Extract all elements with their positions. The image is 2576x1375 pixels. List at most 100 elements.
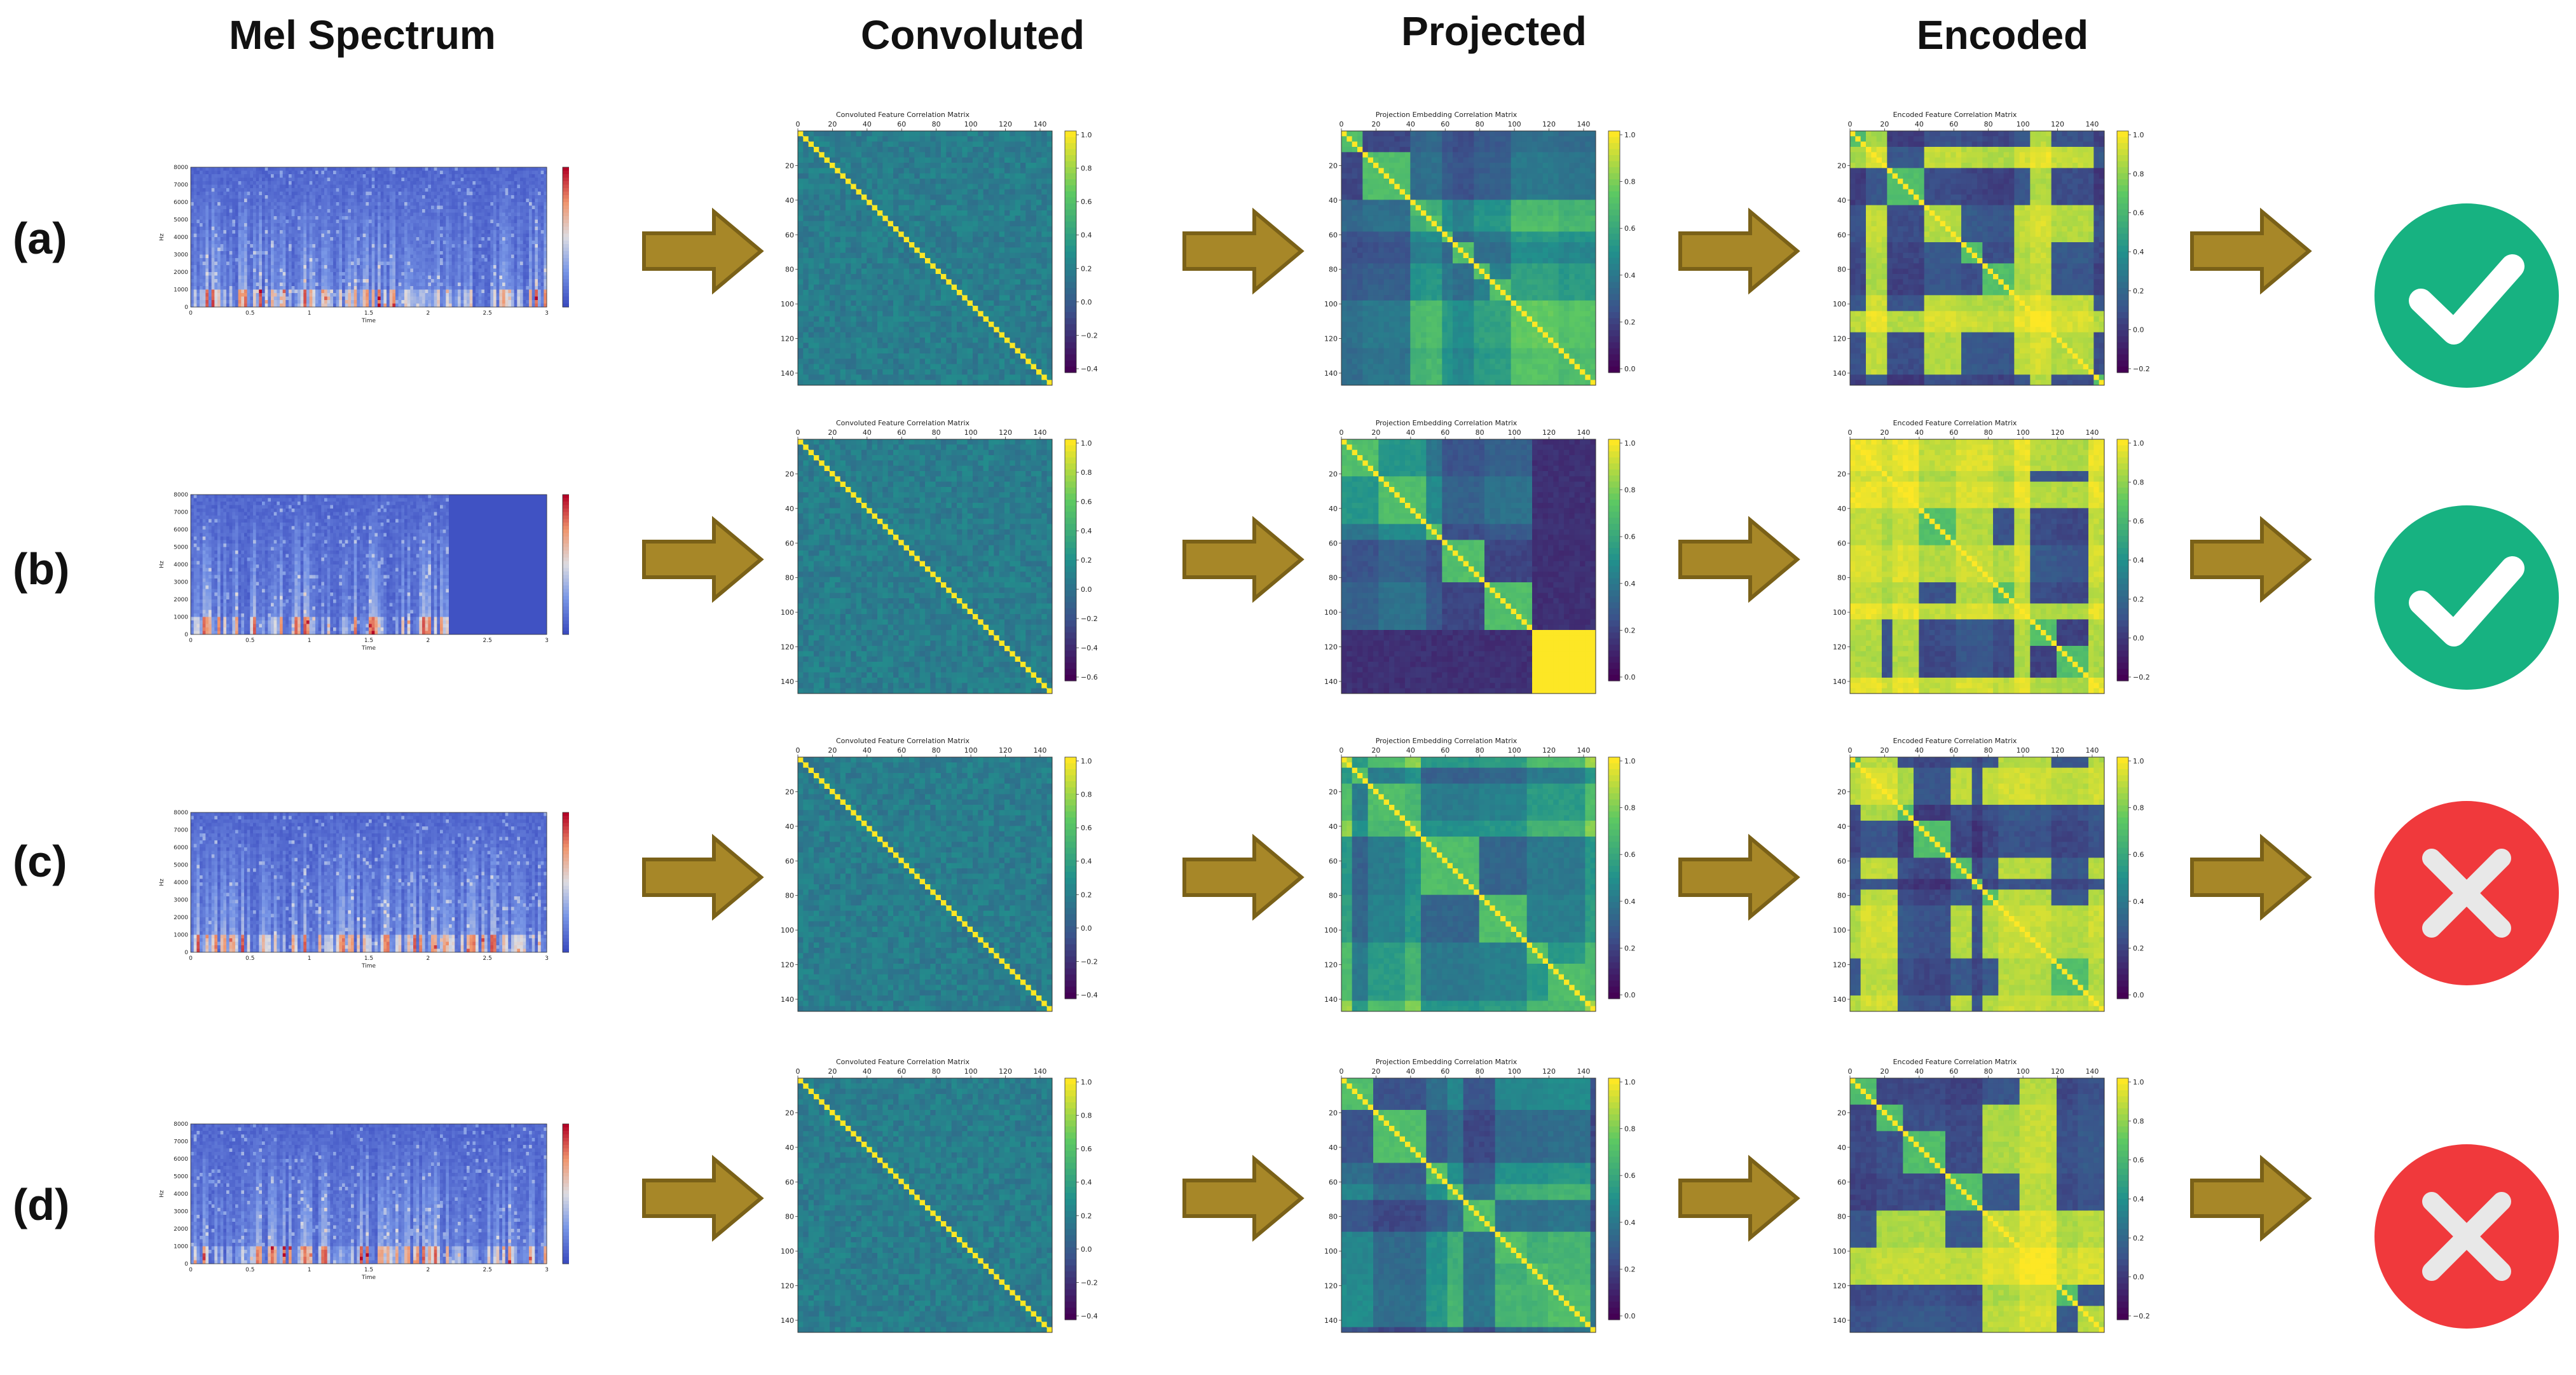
colorbar-tick-label: 1.0 (1624, 439, 1636, 448)
matrix-y-tick-label: 80 (785, 574, 794, 582)
matrix-y-tick-label: 120 (781, 643, 794, 652)
colorbar-tick-label: 1.0 (1081, 131, 1092, 139)
spectrogram-image (191, 167, 547, 308)
correlation-heatmap (798, 1078, 1053, 1333)
matrix-y-tick-label: 100 (781, 300, 794, 308)
matrix-x-tick-label: 60 (1441, 120, 1449, 128)
colorbar-tick-label: 0.0 (2133, 326, 2144, 334)
matrix-y-tick-label: 120 (1833, 335, 1846, 343)
matrix-x-tick-label: 0 (796, 746, 800, 755)
colorbar-tick-label: 0.0 (1624, 365, 1636, 373)
colorbar-tick-label: 0.4 (1081, 858, 1092, 866)
mel-y-tick-label: 3000 (174, 898, 188, 904)
colorbar-tick-label: 0.2 (2133, 1234, 2144, 1242)
mel-x-tick-label: 0.5 (245, 955, 254, 962)
mel-y-tick-label: 3000 (174, 252, 188, 259)
row-label-c: (c) (13, 836, 67, 887)
flow-arrow-icon (1179, 833, 1306, 925)
correlation-heatmap (798, 131, 1053, 386)
matrix-y-tick-label: 20 (785, 470, 794, 478)
colorbar-tick-label: 1.0 (1624, 131, 1636, 139)
matrix-x-tick-label: 140 (1577, 1067, 1590, 1076)
flow-arrow-icon (639, 833, 766, 925)
matrix-y-tick-label: 120 (781, 1282, 794, 1290)
matrix-y-tick-label: 20 (1329, 788, 1338, 796)
matrix-y-tick-label: 40 (785, 196, 794, 205)
matrix-y-tick-label: 100 (1324, 608, 1338, 617)
matrix-y-tick-label: 100 (1833, 926, 1846, 934)
colorbar-tick-label: 0.8 (1081, 469, 1092, 477)
mel-y-tick-label: 0 (184, 304, 188, 311)
matrix-x-tick-label: 40 (1915, 428, 1924, 437)
colorbar-tick-label: 0.8 (2133, 170, 2144, 178)
matrix-x-tick-label: 140 (1033, 428, 1046, 437)
matrix-y-tick-label: 40 (785, 505, 794, 513)
matrix-x-tick-label: 140 (2085, 428, 2099, 437)
mel-x-tick-label: 0.5 (245, 310, 254, 317)
colorbar-tick-label: 0.2 (1624, 1265, 1636, 1273)
matrix-x-tick-label: 100 (2017, 428, 2030, 437)
flow-arrow-icon (1179, 1154, 1306, 1246)
mel-y-tick-label: 1000 (174, 933, 188, 939)
matrix-x-tick-label: 100 (1508, 120, 1521, 128)
matrix-x-tick-label: 40 (863, 120, 872, 128)
matrix-x-tick-label: 20 (1371, 428, 1380, 437)
matrix-y-tick-label: 100 (781, 926, 794, 934)
matrix-x-tick-label: 120 (2051, 1067, 2064, 1076)
proj-correlation-panel: Projection Embedding Correlation Matrix 0… (1310, 108, 1653, 397)
colorbar-tick-label: 1.0 (2133, 1078, 2144, 1086)
matrix-y-tick-label: 60 (785, 539, 794, 547)
mel-y-tick-label: 0 (184, 632, 188, 638)
mel-x-tick-label: 3 (545, 1267, 549, 1273)
mel-x-tick-label: 2 (426, 310, 430, 317)
matrix-x-tick-label: 140 (1033, 120, 1046, 128)
matrix-x-tick-label: 40 (1406, 746, 1415, 755)
mel-x-tick-label: 1 (308, 310, 312, 317)
correlation-heatmap (798, 439, 1053, 694)
colorbar-tick-label: 0.4 (1624, 1219, 1636, 1227)
matrix-x-tick-label: 60 (1949, 746, 1958, 755)
correlation-heatmap (1341, 131, 1596, 386)
colorbar-tick-label: 0.4 (1624, 580, 1636, 588)
matrix-y-tick-label: 80 (785, 1213, 794, 1221)
colorbar-tick-label: 0.4 (2133, 248, 2144, 256)
colorbar-tick-label: 0.6 (1081, 824, 1092, 832)
matrix-x-tick-label: 0 (1848, 746, 1853, 755)
matrix-x-tick-label: 80 (932, 120, 941, 128)
mel-y-tick-label: 4000 (174, 1191, 188, 1198)
matrix-x-tick-label: 100 (964, 1067, 978, 1076)
matrix-x-tick-label: 20 (828, 1067, 837, 1076)
colorbar-tick-label: 0.6 (1624, 224, 1636, 233)
matrix-x-tick-label: 80 (1984, 428, 1993, 437)
mel-x-tick-label: 2 (426, 1267, 430, 1273)
matrix-y-tick-label: 100 (781, 608, 794, 617)
matrix-x-tick-label: 100 (2017, 746, 2030, 755)
row-label-b: (b) (13, 544, 69, 594)
matrix-title: Projection Embedding Correlation Matrix (1376, 111, 1518, 119)
matrix-x-tick-label: 60 (1441, 428, 1449, 437)
mel-y-tick-label: 2000 (174, 915, 188, 921)
colorbar-tick-label: 0.8 (2133, 478, 2144, 486)
mel-y-tick-label: 5000 (174, 1174, 188, 1180)
mel-x-tick-label: 2 (426, 955, 430, 962)
flow-arrow-icon (2187, 833, 2314, 925)
colorbar-tick-label: 0.8 (1081, 1112, 1092, 1120)
colorbar-tick-label: −0.4 (1081, 991, 1098, 999)
mel-y-tick-label: 8000 (174, 1121, 188, 1128)
matrix-x-tick-label: 120 (999, 746, 1012, 755)
cross-icon (2371, 798, 2562, 992)
flow-arrow-icon (2187, 1154, 2314, 1246)
colorbar-tick-label: −0.2 (1081, 1278, 1098, 1287)
matrix-x-tick-label: 40 (863, 1067, 872, 1076)
matrix-y-tick-label: 140 (1833, 995, 1846, 1004)
spectrogram-image (191, 1124, 547, 1264)
matrix-y-tick-label: 40 (1837, 505, 1846, 513)
matrix-x-tick-label: 60 (1949, 120, 1958, 128)
matrix-x-tick-label: 20 (1880, 1067, 1889, 1076)
colorbar-tick-label: 0.6 (1081, 1145, 1092, 1153)
column-header-encoded: Encoded (1812, 11, 2193, 58)
mel-x-axis-label: Time (361, 318, 376, 324)
flow-arrow-icon (1675, 833, 1802, 925)
matrix-x-tick-label: 20 (1371, 1067, 1380, 1076)
